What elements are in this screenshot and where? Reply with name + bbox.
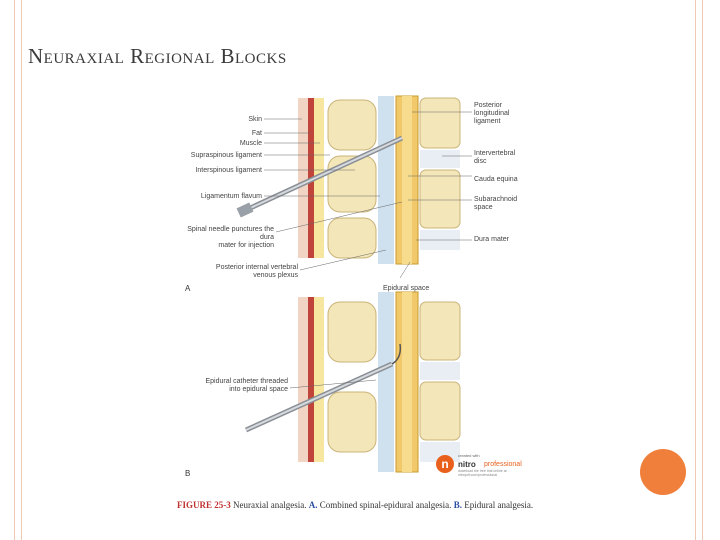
slide-title: Neuraxial Regional Blocks [28, 44, 287, 68]
label-interspinous-ligament: Interspinous ligament [195, 167, 262, 174]
label-fat: Fat [251, 130, 262, 137]
panel-b-letter: B [185, 469, 191, 478]
decorative-orange-circle [640, 449, 686, 495]
caption-letter-b: B. [453, 500, 462, 510]
label-skin: Skin [248, 116, 262, 123]
label-spinal-needle: Spinal needle punctures the dura mater f… [187, 226, 274, 249]
watermark-tagline: download the free trial online at nitrop… [458, 469, 507, 477]
label-ligamentum-flavum: Ligamentum flavum [200, 193, 262, 200]
label-dura-mater: Dura mater [474, 236, 510, 243]
panel-a-letter: A [185, 284, 191, 293]
figure-caption: FIGURE 25-3 Neuraxial analgesia. A. Comb… [177, 500, 533, 510]
caption-text-3: Epidural analgesia. [461, 500, 534, 510]
spine-illustration [180, 92, 525, 473]
label-posterior-longitudinal-ligament: Posterior longitudinal ligament [474, 102, 510, 125]
nitro-logo-icon: n [436, 455, 454, 473]
right-border-decoration [695, 0, 703, 540]
left-border-decoration [14, 0, 22, 540]
spinal-anatomy-figure: Skin Fat Muscle Supraspinous ligament In… [180, 92, 525, 487]
label-epidural-catheter: Epidural catheter threaded into epidural… [205, 378, 289, 393]
label-cauda-equina: Cauda equina [474, 176, 518, 183]
label-supraspinous-ligament: Supraspinous ligament [190, 152, 262, 159]
watermark-small-text: created with [458, 453, 480, 458]
label-venous-plexus: Posterior internal vertebral venous plex… [215, 264, 298, 279]
watermark-pro: professional [484, 461, 522, 468]
watermark-brand: nitro [458, 460, 476, 469]
label-intervertebral-disc: Intervertebral disc [474, 150, 516, 165]
caption-text-1: Neuraxial analgesia. [230, 500, 309, 510]
caption-text-2: Combined spinal-epidural analgesia. [317, 500, 454, 510]
label-epidural-space: Epidural space [383, 285, 430, 292]
label-muscle: Muscle [239, 140, 262, 147]
label-subarachnoid-space: Subarachnoid space [474, 196, 518, 211]
caption-letter-a: A. [308, 500, 318, 510]
caption-figure-number: FIGURE 25-3 [177, 500, 231, 510]
nitro-watermark: n created with nitro professional downlo… [436, 453, 526, 477]
